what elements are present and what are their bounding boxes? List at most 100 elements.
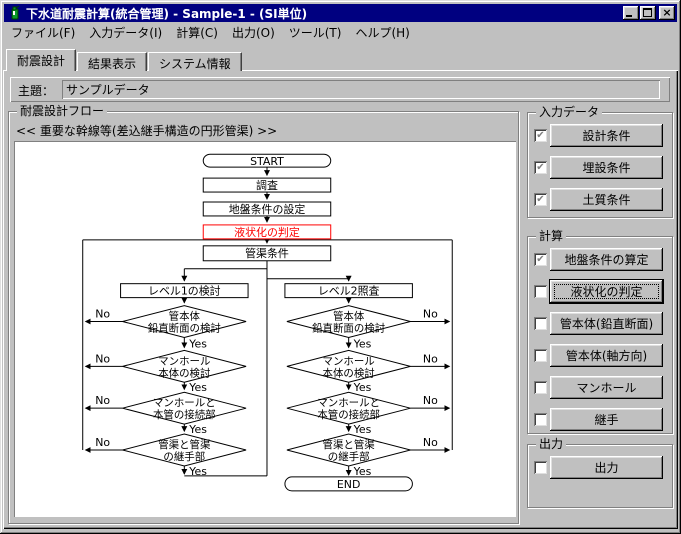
- no-label: No: [95, 308, 110, 321]
- diamond-label: 本管の接続部: [153, 408, 216, 421]
- diamond-label: 本体の検討: [158, 366, 210, 379]
- no-label: No: [95, 394, 110, 407]
- yes-label: Yes: [353, 465, 372, 478]
- calc-group: 計算 ✔ 地盤条件の算定 液状化の判定 管本体(鉛直断面) 管本体(軸方向) マ…: [527, 229, 673, 434]
- input-data-group-title: 入力データ: [536, 105, 603, 119]
- diamond-label: 鉛直断面の検討: [148, 321, 221, 334]
- yes-label: Yes: [188, 465, 207, 478]
- menu-tools[interactable]: ツール(T): [288, 26, 342, 40]
- diamond-manhole-pipe-right: [286, 391, 411, 425]
- node-end-label: END: [337, 478, 361, 491]
- menu-input-data[interactable]: 入力データ(I): [89, 26, 163, 40]
- menu-help[interactable]: ヘルプ(H): [355, 26, 410, 40]
- no-label: No: [423, 436, 438, 449]
- node-level2-label: レベル2照査: [318, 284, 380, 298]
- no-label: No: [423, 352, 438, 365]
- title-bar: 下水道耐震計算(統合管理) - Sample-1 - (SI単位) ×: [4, 4, 677, 22]
- joint-checkbox[interactable]: [534, 413, 547, 426]
- node-liquefaction-label: 液状化の判定: [234, 225, 300, 239]
- pipe-vertical-checkbox[interactable]: [534, 317, 547, 330]
- yes-label: Yes: [353, 423, 372, 436]
- flowchart-nodes: START 調査 地盤条件の設定 液状化の判定 管渠条件 レベル1の検討 レベル…: [120, 153, 413, 492]
- burial-conditions-button[interactable]: 埋設条件: [550, 156, 663, 179]
- node-end: [284, 476, 413, 492]
- soil-conditions-checkbox[interactable]: ✔: [534, 193, 547, 206]
- design-conditions-checkbox[interactable]: ✔: [534, 129, 547, 142]
- maximize-icon: [643, 8, 652, 17]
- tab-results[interactable]: 結果表示: [77, 52, 148, 71]
- output-button[interactable]: 出力: [550, 456, 663, 479]
- yes-label: Yes: [353, 381, 372, 394]
- check-icon: ✔: [536, 130, 545, 141]
- diamond-pipe-joint-left: [122, 433, 247, 467]
- tab-seismic-design[interactable]: 耐震設計: [6, 49, 77, 71]
- pipe-body-vertical-button[interactable]: 管本体(鉛直断面): [550, 312, 663, 335]
- diamond-pipe-vertical-right: [286, 305, 411, 338]
- ground-calc-checkbox[interactable]: ✔: [534, 253, 547, 266]
- yes-label: Yes: [353, 337, 372, 350]
- no-label: No: [423, 394, 438, 407]
- yes-label: Yes: [188, 381, 207, 394]
- ground-conditions-calc-button[interactable]: 地盤条件の算定: [550, 248, 663, 271]
- node-level1-label: レベル1の検討: [148, 284, 221, 298]
- diamond-manhole-pipe-left: [122, 391, 247, 425]
- close-icon: ×: [662, 6, 672, 19]
- maximize-button[interactable]: [640, 6, 656, 20]
- close-button[interactable]: ×: [659, 6, 675, 20]
- minimize-button[interactable]: [623, 6, 639, 20]
- output-checkbox[interactable]: [534, 461, 547, 474]
- manhole-button[interactable]: マンホール: [550, 376, 663, 399]
- node-start-label: START: [250, 155, 284, 168]
- flowchart-connectors: [82, 167, 453, 477]
- diamond-pipe-vertical-left: [122, 305, 247, 338]
- flowchart-canvas: START 調査 地盤条件の設定 液状化の判定 管渠条件 レベル1の検討 レベル…: [14, 141, 516, 517]
- output-group: 出力 出力: [527, 437, 673, 508]
- no-label: No: [95, 352, 110, 365]
- node-ground-conditions: [202, 201, 332, 217]
- liquefaction-checkbox[interactable]: [534, 285, 547, 298]
- diamond-label: マンホール: [158, 355, 210, 367]
- diamond-label: 管本体: [169, 310, 201, 323]
- node-level2: [284, 283, 413, 299]
- joint-button[interactable]: 継手: [550, 408, 663, 431]
- calc-group-title: 計算: [536, 229, 567, 243]
- app-icon: [11, 5, 20, 20]
- window-title: 下水道耐震計算(統合管理) - Sample-1 - (SI単位): [26, 6, 308, 21]
- diamond-label: 管本体: [333, 310, 365, 323]
- menu-calc[interactable]: 計算(C): [176, 26, 218, 40]
- burial-conditions-checkbox[interactable]: ✔: [534, 161, 547, 174]
- diamond-label: の継手部: [163, 450, 205, 463]
- node-liquefaction: [202, 224, 332, 240]
- diamond-manhole-body-left: [122, 349, 247, 383]
- diamond-manhole-body-right: [286, 349, 411, 383]
- pipe-axial-checkbox[interactable]: [534, 349, 547, 362]
- check-icon: ✔: [536, 162, 545, 173]
- check-icon: ✔: [536, 254, 545, 265]
- diamond-label: 管渠と管渠: [158, 438, 211, 451]
- flowchart-branch-labels: Yes Yes Yes Yes Yes Yes Yes Yes No No No…: [95, 308, 438, 478]
- flow-group: 耐震設計フロー << 重要な幹線等(差込継手構造の円形管渠) >>: [8, 104, 519, 524]
- node-level1: [120, 283, 249, 299]
- tab-strip: 耐震設計 結果表示 システム情報: [6, 49, 243, 71]
- diamond-label: マンホールと: [153, 397, 216, 409]
- diamond-label: 鉛直断面の検討: [312, 321, 385, 334]
- diamond-label: 管渠と管渠: [323, 438, 376, 451]
- subject-label: 主題：: [18, 84, 55, 98]
- tab-system-info[interactable]: システム情報: [148, 52, 242, 71]
- node-start: [202, 153, 332, 168]
- node-pipe-conditions: [202, 245, 332, 262]
- subject-panel: 主題：: [10, 77, 670, 102]
- pipe-body-axial-button[interactable]: 管本体(軸方向): [550, 344, 663, 367]
- design-conditions-button[interactable]: 設計条件: [550, 124, 663, 147]
- manhole-checkbox[interactable]: [534, 381, 547, 394]
- liquefaction-judgement-button[interactable]: 液状化の判定: [550, 280, 663, 303]
- menu-file[interactable]: ファイル(F): [11, 26, 76, 40]
- node-survey: [202, 177, 332, 193]
- subject-input[interactable]: [62, 80, 660, 99]
- yes-label: Yes: [188, 337, 207, 350]
- flow-subtitle: << 重要な幹線等(差込継手構造の円形管渠) >>: [16, 124, 278, 138]
- soil-conditions-button[interactable]: 土質条件: [550, 188, 663, 211]
- yes-label: Yes: [188, 423, 207, 436]
- menu-output[interactable]: 出力(O): [231, 26, 275, 40]
